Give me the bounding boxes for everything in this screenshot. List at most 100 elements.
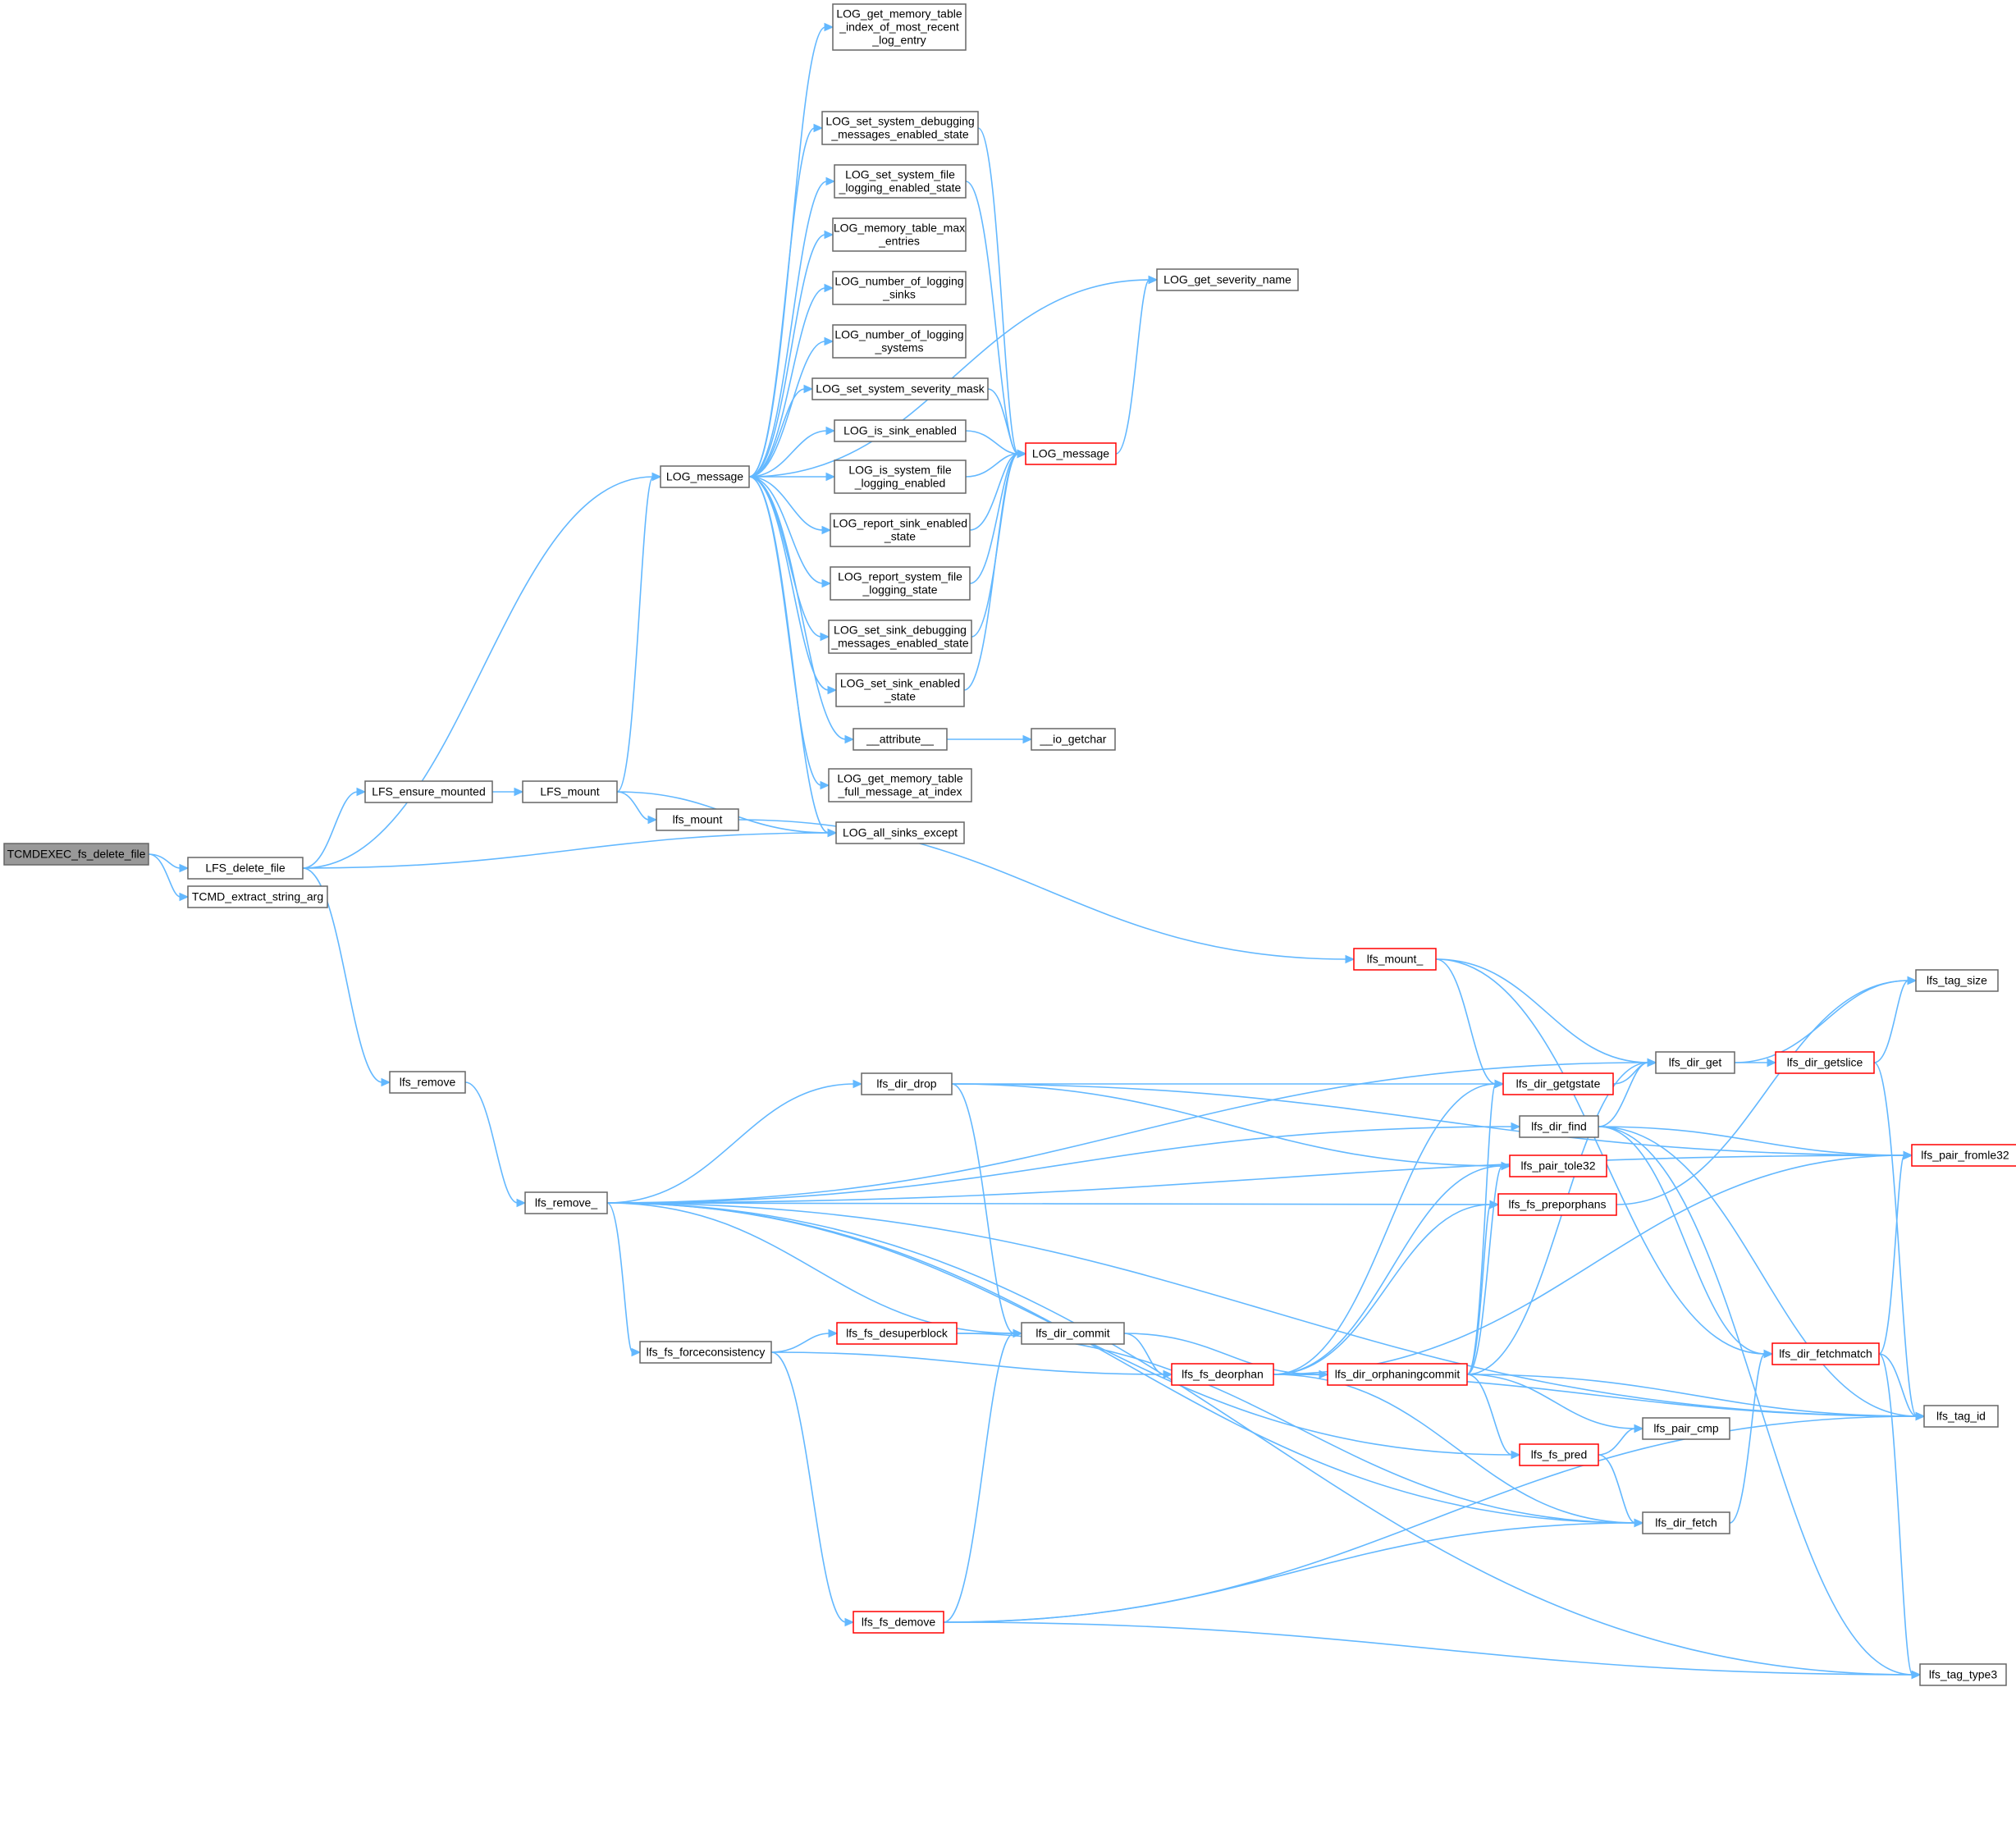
edge-line bbox=[965, 453, 1019, 478]
node-lfs-dir-getslice[interactable]: lfs_dir_getslice bbox=[1775, 1051, 1875, 1074]
edge-line bbox=[606, 1202, 1492, 1205]
node-log-full-msg[interactable]: LOG_get_memory_table_full_message_at_ind… bbox=[828, 768, 972, 802]
node-lfs-dir-orphcommit[interactable]: lfs_dir_orphaningcommit bbox=[1327, 1363, 1468, 1386]
node-lfs-mount-[interactable]: lfs_mount_ bbox=[1353, 948, 1437, 971]
node-lfs-fs-demove[interactable]: lfs_fs_demove bbox=[853, 1611, 944, 1634]
node-log-is-sink[interactable]: LOG_is_sink_enabled bbox=[834, 419, 967, 442]
node-lfs-fs-pred[interactable]: lfs_fs_pred bbox=[1519, 1443, 1599, 1466]
node-box bbox=[1156, 268, 1299, 291]
node-log-set-sink-en[interactable]: LOG_set_sink_enabled_state bbox=[835, 673, 965, 707]
node-label: _log_entry bbox=[871, 34, 926, 47]
edge-line bbox=[1273, 1204, 1492, 1375]
node-lfs-remove[interactable]: lfs_remove bbox=[389, 1071, 466, 1094]
edge-arrowhead bbox=[824, 336, 834, 346]
edge-lfs_remove_-to-lfs_dir_get bbox=[606, 1058, 1657, 1204]
edge-line bbox=[1466, 1374, 1513, 1456]
edge-line bbox=[148, 853, 181, 898]
node-lfs-dir-drop[interactable]: lfs_dir_drop bbox=[861, 1072, 953, 1095]
edge-line bbox=[951, 1083, 1015, 1334]
edge-lfs_fs_pred-to-lfs_pair_cmp bbox=[1598, 1424, 1644, 1456]
node-box bbox=[1509, 1154, 1607, 1177]
edge-lfs_fs_forcecons-to-lfs_fs_demove bbox=[770, 1351, 855, 1627]
edge-line bbox=[748, 476, 822, 786]
node-ensure-mounted[interactable]: LFS_ensure_mounted bbox=[364, 780, 493, 803]
node-lfs-fs-deorphan[interactable]: lfs_fs_deorphan bbox=[1171, 1363, 1274, 1386]
node-io-getchar[interactable]: __io_getchar bbox=[1031, 728, 1116, 751]
node-label: _sinks bbox=[882, 288, 916, 301]
node-log-get-idx[interactable]: LOG_get_memory_table_index_of_most_recen… bbox=[832, 3, 967, 51]
edge-lfs_dir_drop-to-lfs_pair_tole32 bbox=[951, 1083, 1511, 1171]
node-lfs-dir-fetch[interactable]: lfs_dir_fetch bbox=[1642, 1511, 1730, 1534]
edge-line bbox=[748, 476, 830, 691]
node-lfs-tag-type3[interactable]: lfs_tag_type3 bbox=[1919, 1663, 2007, 1686]
node-box bbox=[834, 164, 967, 199]
edge-lfs_dir_get-to-lfs_tag_size bbox=[1734, 976, 1918, 1063]
edge-arrowhead bbox=[1022, 734, 1033, 744]
node-box bbox=[389, 1071, 466, 1094]
node-lfs-fs-forcecons[interactable]: lfs_fs_forceconsistency bbox=[639, 1341, 772, 1364]
node-lfs-fs-preorph[interactable]: lfs_fs_preporphans bbox=[1497, 1193, 1617, 1216]
edge-lfs_dir_orphcommit-to-lfs_pair_tole32 bbox=[1466, 1161, 1511, 1375]
edge-lfs_dir_orphcommit-to-lfs_dir_getgstate bbox=[1466, 1079, 1505, 1375]
node-label: __attribute__ bbox=[866, 733, 934, 746]
node-lfs-mount[interactable]: lfs_mount bbox=[656, 808, 739, 831]
node-log-mem-max[interactable]: LOG_memory_table_max_entries bbox=[832, 217, 967, 252]
node-log-rep-sink[interactable]: LOG_report_sink_enabled_state bbox=[830, 513, 971, 547]
edge-log_message_red-to-log_sev_name bbox=[1115, 275, 1159, 455]
edge-ensure_mounted-to-LFS_mount bbox=[492, 787, 524, 797]
node-log-set-dbg[interactable]: LOG_set_system_debugging_messages_enable… bbox=[821, 111, 979, 145]
node-label: LOG_number_of_logging bbox=[834, 275, 963, 288]
node-log-num-sinks[interactable]: LOG_number_of_logging_sinks bbox=[832, 271, 967, 305]
node-lfs-dir-getgstate[interactable]: lfs_dir_getgstate bbox=[1502, 1072, 1614, 1095]
node-box bbox=[828, 620, 972, 654]
node-log-message-main[interactable]: LOG_message bbox=[660, 465, 750, 488]
node-log-rep-sysfile[interactable]: LOG_report_system_file_logging_state bbox=[830, 566, 971, 601]
edge-line bbox=[1598, 1062, 1649, 1127]
node-lfs-tag-size[interactable]: lfs_tag_size bbox=[1915, 969, 1999, 992]
edge-line bbox=[1729, 1353, 1766, 1524]
node-lfs-pair-cmp[interactable]: lfs_pair_cmp bbox=[1642, 1417, 1730, 1440]
node-label: LOG_is_system_file bbox=[848, 464, 951, 477]
node-lfs-dir-fetchmatch[interactable]: lfs_dir_fetchmatch bbox=[1771, 1342, 1880, 1365]
node-lfs-remove-[interactable]: lfs_remove_ bbox=[524, 1191, 608, 1214]
node-lfs-delete-file[interactable]: LFS_delete_file bbox=[187, 857, 304, 880]
edge-arrowhead bbox=[1767, 1058, 1777, 1068]
node-log-set-sink-dbg[interactable]: LOG_set_sink_debugging_messages_enabled_… bbox=[828, 620, 972, 654]
node-log-sev-mask[interactable]: LOG_set_system_severity_mask bbox=[811, 377, 989, 400]
edge-line bbox=[748, 476, 847, 740]
node-box bbox=[1642, 1511, 1730, 1534]
node-lfs-fs-desuper[interactable]: lfs_fs_desuperblock bbox=[836, 1322, 958, 1345]
node-tcmd-extract[interactable]: TCMD_extract_string_arg bbox=[187, 885, 328, 908]
node-lfs-dir-find[interactable]: lfs_dir_find bbox=[1519, 1115, 1599, 1138]
edge-line bbox=[951, 1083, 1503, 1167]
edge-line bbox=[1123, 1333, 1165, 1375]
node-box bbox=[1919, 1663, 2007, 1686]
node-lfs-tag-id[interactable]: lfs_tag_id bbox=[1923, 1405, 1999, 1428]
node-label: _full_message_at_index bbox=[838, 785, 962, 798]
node-log-is-sysfile[interactable]: LOG_is_system_file_logging_enabled bbox=[834, 460, 967, 494]
node-lfs-pair-tole32[interactable]: lfs_pair_tole32 bbox=[1509, 1154, 1607, 1177]
edge-lfs_dir_find-to-lfs_pair_fromle32 bbox=[1598, 1126, 1913, 1160]
node-attribute[interactable]: __attribute__ bbox=[853, 728, 948, 751]
edge-line bbox=[606, 1126, 1513, 1204]
edge-line bbox=[302, 476, 654, 869]
node-label: LOG_set_system_debugging bbox=[825, 115, 974, 128]
node-log-message-red[interactable]: LOG_message bbox=[1025, 442, 1117, 465]
node-lfs-dir-commit[interactable]: lfs_dir_commit bbox=[1021, 1322, 1125, 1345]
edge-line bbox=[1466, 1083, 1497, 1375]
node-label: LOG_set_system_severity_mask bbox=[816, 382, 985, 395]
node-log-all-sinks[interactable]: LOG_all_sinks_except bbox=[835, 821, 965, 844]
node-lfs-pair-fromle32[interactable]: lfs_pair_fromle32 bbox=[1911, 1144, 2016, 1167]
node-log-sev-name[interactable]: LOG_get_severity_name bbox=[1156, 268, 1299, 291]
node-log-num-systems[interactable]: LOG_number_of_logging_systems bbox=[832, 324, 967, 359]
edge-arrowhead bbox=[1345, 954, 1355, 964]
node-root[interactable]: TCMDEXEC_fs_delete_file bbox=[3, 843, 149, 866]
node-LFS-mount[interactable]: LFS_mount bbox=[522, 780, 618, 803]
node-lfs-dir-get[interactable]: lfs_dir_get bbox=[1655, 1051, 1735, 1074]
edge-line bbox=[1598, 1126, 1913, 1676]
edge-lfs_dir_find-to-lfs_dir_get bbox=[1598, 1058, 1657, 1127]
node-log-set-file[interactable]: LOG_set_system_file_logging_enabled_stat… bbox=[834, 164, 967, 199]
edge-lfs_fs_desuper-to-lfs_dir_fetch bbox=[956, 1333, 1644, 1528]
edge-line bbox=[1598, 1428, 1636, 1456]
